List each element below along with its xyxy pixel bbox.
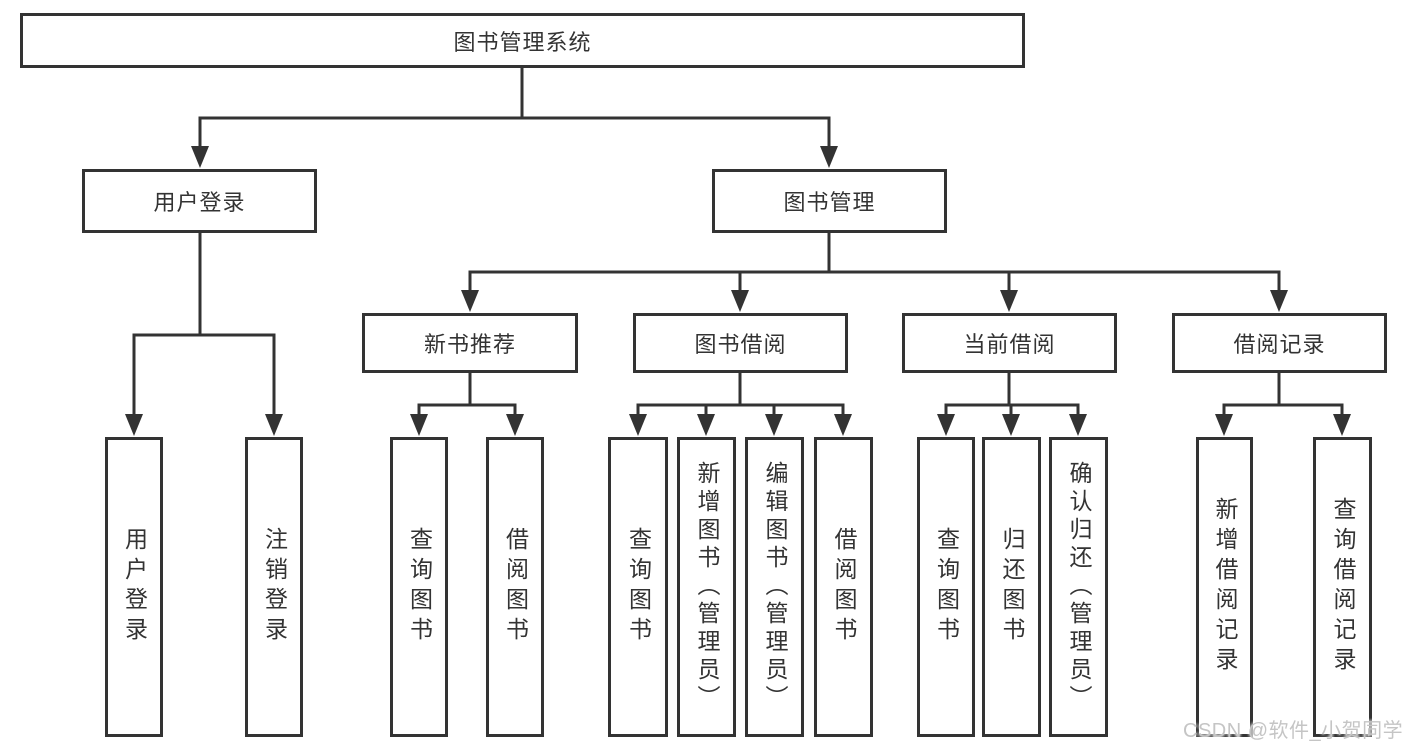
leaf-rec-query-borrow-record: 查询借阅记录 bbox=[1313, 437, 1372, 737]
node-library-management-system: 图书管理系统 bbox=[20, 13, 1025, 68]
leaf-bb-borrow-books: 借阅图书 bbox=[814, 437, 873, 737]
leaf-nbr-borrow-books: 借阅图书 bbox=[486, 437, 544, 737]
connector-current-borrow-to-leaves bbox=[944, 403, 1080, 417]
node-user-login: 用户登录 bbox=[82, 169, 317, 233]
leaf-cb-return-books: 归还图书 bbox=[982, 437, 1041, 737]
csdn-watermark: CSDN @软件_小贺同学 bbox=[1183, 720, 1404, 742]
leaf-bb-edit-books-admin: 编辑图书（管理员） bbox=[745, 437, 804, 737]
connector-records-to-leaves bbox=[1222, 403, 1344, 417]
connector-book-borrow-to-leaves bbox=[636, 403, 845, 417]
leaf-bb-add-books-admin: 新增图书（管理员） bbox=[677, 437, 736, 737]
leaf-nbr-query-books: 查询图书 bbox=[390, 437, 448, 737]
node-new-book-recommend: 新书推荐 bbox=[362, 313, 578, 373]
connector-book-mgmt-to-level3 bbox=[468, 270, 1281, 294]
leaf-rec-add-borrow-record: 新增借阅记录 bbox=[1196, 437, 1253, 737]
connector-user-login-to-leaves bbox=[132, 333, 276, 417]
node-current-borrowing: 当前借阅 bbox=[902, 313, 1117, 373]
leaf-cb-query-books: 查询图书 bbox=[917, 437, 975, 737]
node-borrowing-records: 借阅记录 bbox=[1172, 313, 1387, 373]
node-book-management: 图书管理 bbox=[712, 169, 947, 233]
connector-new-book-to-leaves bbox=[417, 403, 517, 417]
leaf-user-login: 用户登录 bbox=[105, 437, 163, 737]
leaf-logout: 注销登录 bbox=[245, 437, 303, 737]
leaf-cb-confirm-return-admin: 确认归还（管理员） bbox=[1049, 437, 1108, 737]
connector-root-to-level2 bbox=[198, 116, 831, 148]
node-book-borrowing: 图书借阅 bbox=[633, 313, 848, 373]
leaf-bb-query-books: 查询图书 bbox=[608, 437, 668, 737]
